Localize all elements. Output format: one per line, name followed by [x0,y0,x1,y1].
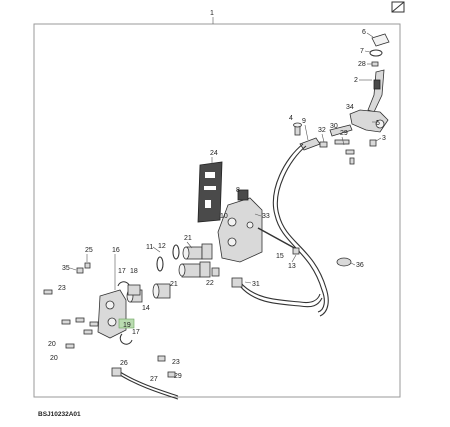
callout-32: 32 [318,127,326,134]
callout-28: 28 [358,61,366,68]
callout-10: 10 [220,213,228,220]
callout-30: 30 [330,123,338,130]
control-cable [272,143,329,317]
callout-19-highlight [118,318,135,329]
callout-20-upper: 20 [48,341,56,348]
bushing [369,139,377,147]
control-lever [367,69,385,113]
o-ring-upper [172,244,180,260]
callout-5: 5 [376,120,380,127]
callout-6: 6 [362,29,366,36]
fitting-35 [76,267,84,274]
clevis-pin [334,139,350,145]
drain-hose [111,367,179,400]
valve-rod [257,227,299,251]
callout-9: 9 [302,118,306,125]
hydraulic-hose [231,277,323,308]
spool-lower [178,261,211,278]
callout-16: 16 [112,247,120,254]
grommet [336,257,352,267]
callout-29-bottom: 29 [174,373,182,380]
callout-21-upper: 21 [184,235,192,242]
plug-22 [211,267,220,277]
callout-25: 25 [85,247,93,254]
o-ring-lower [156,256,164,272]
snap-ring-lower [119,333,133,345]
cable-nut [319,141,328,148]
callout-33: 33 [262,213,270,220]
callout-31: 31 [252,281,260,288]
callout-26: 26 [120,360,128,367]
callout-13: 13 [288,263,296,270]
control-decal [197,161,223,223]
callout-29-top: 29 [340,130,348,137]
callout-17-upper: 17 [118,268,126,275]
screw-row [61,317,99,349]
screw-23 [43,289,53,295]
callout-18: 18 [130,268,138,275]
callout-8: 8 [236,187,240,194]
callout-3: 3 [382,135,386,142]
callout-12: 12 [158,243,166,250]
valve-housing [97,289,127,339]
bolt-13 [292,247,300,255]
callout-22: 22 [206,280,214,287]
callout-21-lower: 21 [170,281,178,288]
callout-2: 2 [354,77,358,84]
fitting-29 [157,355,176,378]
callout-23-bottom: 23 [172,359,180,366]
callout-14: 14 [142,305,150,312]
piston-18 [127,284,141,296]
callout-27: 27 [150,376,158,383]
control-lever-knob [371,33,390,47]
cotter-pin [345,149,355,165]
callout-17-lower: 17 [132,329,140,336]
callout-23-left: 23 [58,285,66,292]
lever-shaft [329,124,353,137]
callout-1: 1 [210,10,214,17]
callout-35: 35 [62,265,70,272]
spring-pin [371,61,379,67]
callout-7: 7 [360,48,364,55]
callout-24: 24 [210,150,218,157]
fitting-25 [84,262,91,269]
diagram-frame [33,23,401,398]
callout-11: 11 [146,244,153,251]
lever-bracket [349,109,389,133]
spool-upper [182,243,213,260]
callout-20-lower: 20 [50,355,58,362]
callout-15: 15 [276,253,284,260]
retaining-ring [369,49,383,57]
figure-code: BSJ10232A01 [38,411,81,418]
bolt-4 [293,122,302,136]
callout-4: 4 [289,115,293,122]
callout-36: 36 [356,262,364,269]
callout-19: 19 [123,322,131,329]
callout-34: 34 [346,104,354,111]
control-valve-body [217,189,263,263]
